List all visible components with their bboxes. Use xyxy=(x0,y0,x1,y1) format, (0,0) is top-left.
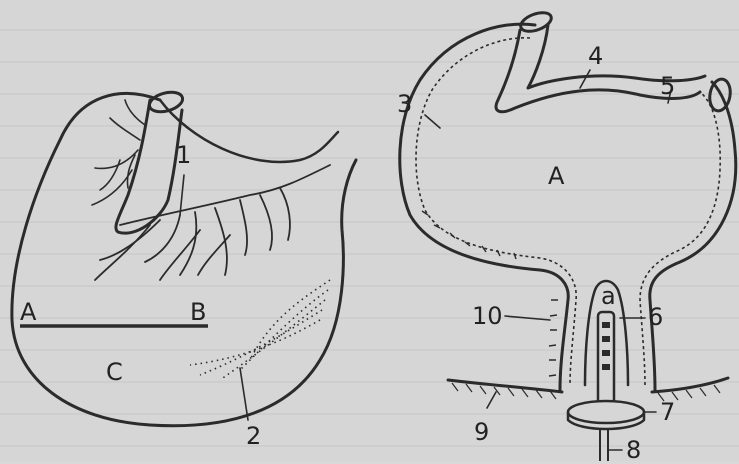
cannula-disk xyxy=(568,401,644,423)
label-7: 7 xyxy=(660,400,675,424)
label-pouch: a xyxy=(601,284,616,308)
label-section-c: C xyxy=(106,360,123,384)
label-5: 5 xyxy=(660,74,675,98)
label-line-start: A xyxy=(20,300,36,324)
label-1: 1 xyxy=(176,143,191,167)
label-line-end: B xyxy=(190,300,206,324)
label-2: 2 xyxy=(246,424,261,448)
label-8: 8 xyxy=(626,438,641,462)
label-6: 6 xyxy=(648,305,663,329)
label-4: 4 xyxy=(588,44,603,68)
label-3: 3 xyxy=(397,92,412,116)
label-cavity: A xyxy=(548,164,564,188)
label-10: 10 xyxy=(472,304,503,328)
label-9: 9 xyxy=(474,420,489,444)
